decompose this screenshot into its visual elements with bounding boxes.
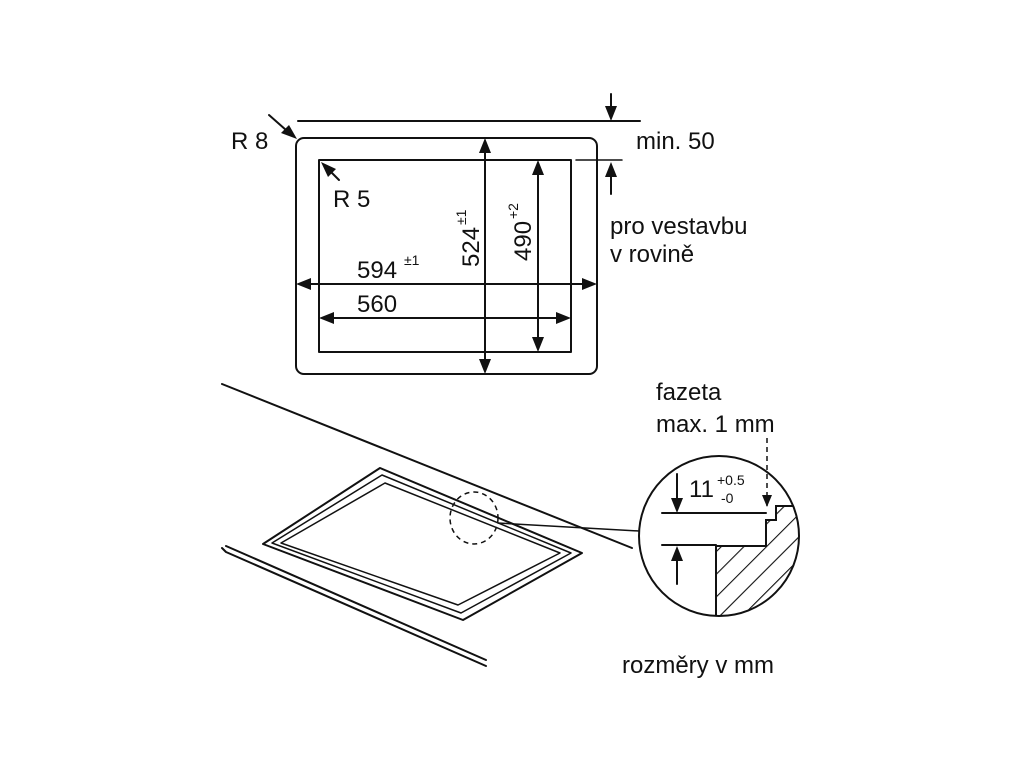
depth-outer-dimension <box>479 138 491 374</box>
width-inner-dimension <box>319 312 571 324</box>
perspective-view <box>221 383 640 667</box>
rebate-depth-dimension <box>671 473 683 585</box>
depth-outer-tolerance: ±1 <box>453 209 469 225</box>
worktop-section-hatched <box>715 505 799 616</box>
inner-cutout-outline <box>318 159 572 353</box>
rebate-detail-view: fazeta max. 1 mm 11 +0.5 -0 <box>638 379 800 617</box>
detail-callout-leader <box>497 522 640 532</box>
rebate-depth-value: 11 <box>689 476 714 503</box>
depth-inner-label: 490 +2 <box>505 203 537 261</box>
plan-view: R 8 R 5 min. 50 pro vestavbu v rovině 59… <box>231 93 747 375</box>
rebate-tolerance-upper: +0.5 <box>717 472 745 488</box>
width-outer-value: 594 <box>357 257 397 284</box>
width-inner-value: 560 <box>357 291 397 318</box>
depth-inner-value: 490 <box>510 221 537 261</box>
outer-cutout-outline <box>295 137 598 375</box>
depth-outer-value: 524 <box>458 227 485 267</box>
detail-circle <box>638 455 800 617</box>
flush-mount-line2: v rovině <box>610 241 694 268</box>
rebate-tolerance-lower: -0 <box>721 490 734 506</box>
flush-mount-line1: pro vestavbu <box>610 213 747 240</box>
cutout-inner-opening <box>280 482 561 606</box>
worktop-front-edge <box>221 547 487 667</box>
radius-inner-label: R 5 <box>333 186 370 213</box>
radius-outer-leader <box>268 114 297 139</box>
depth-outer-label: 524 ±1 <box>453 209 485 267</box>
bevel-label-line1: fazeta <box>656 379 722 406</box>
depth-inner-tolerance: +2 <box>505 203 521 219</box>
width-outer-tolerance: ±1 <box>404 252 420 268</box>
depth-inner-dimension <box>532 160 544 352</box>
worktop-back-edge <box>221 383 633 549</box>
width-outer-dimension <box>296 278 597 290</box>
min-gap-label: min. 50 <box>636 128 715 155</box>
bevel-arrow-head <box>762 495 772 507</box>
cutout-rebate <box>271 474 572 614</box>
worktop-front-top-edge <box>225 545 487 661</box>
cutout-outer-rim <box>262 467 583 621</box>
radius-outer-label: R 8 <box>231 128 268 155</box>
radius-inner-leader <box>321 162 340 181</box>
bevel-label-line2: max. 1 mm <box>656 411 775 438</box>
min-gap-dimension <box>605 93 617 195</box>
units-note: rozměry v mm <box>622 652 774 679</box>
detail-callout-circle <box>449 491 499 545</box>
